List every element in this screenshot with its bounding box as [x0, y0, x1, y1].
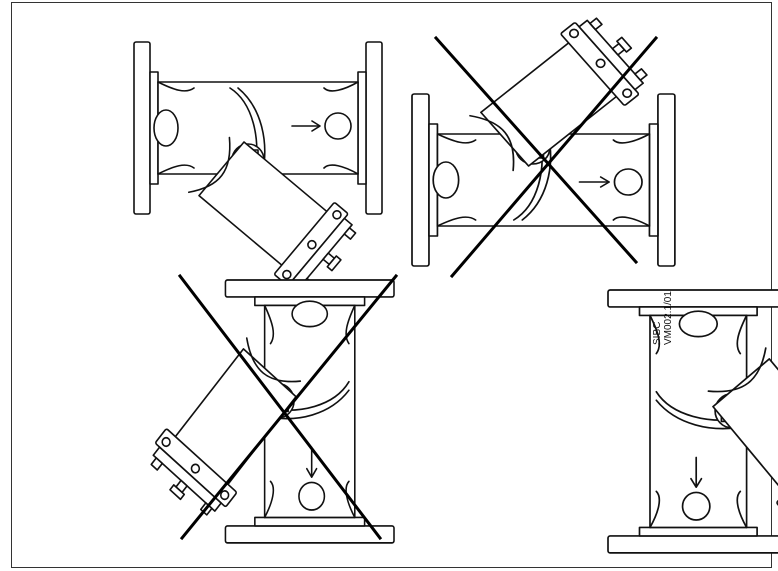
- figure-frame: [11, 2, 772, 568]
- reference-code: SIBC VM002.1/01: [652, 291, 674, 345]
- cross-mark-bottom-left: [177, 273, 399, 541]
- reference-code-line-2: VM002.1/01: [663, 291, 674, 345]
- panel-top-left-valve: [133, 41, 383, 303]
- panel-bottom-left-valve: [139, 279, 395, 544]
- panel-top-right-valve: [411, 5, 676, 267]
- cross-mark-top-right: [433, 35, 659, 279]
- panel-bottom-right-valve: [607, 289, 778, 554]
- reference-code-line-1: SIBC: [652, 322, 663, 345]
